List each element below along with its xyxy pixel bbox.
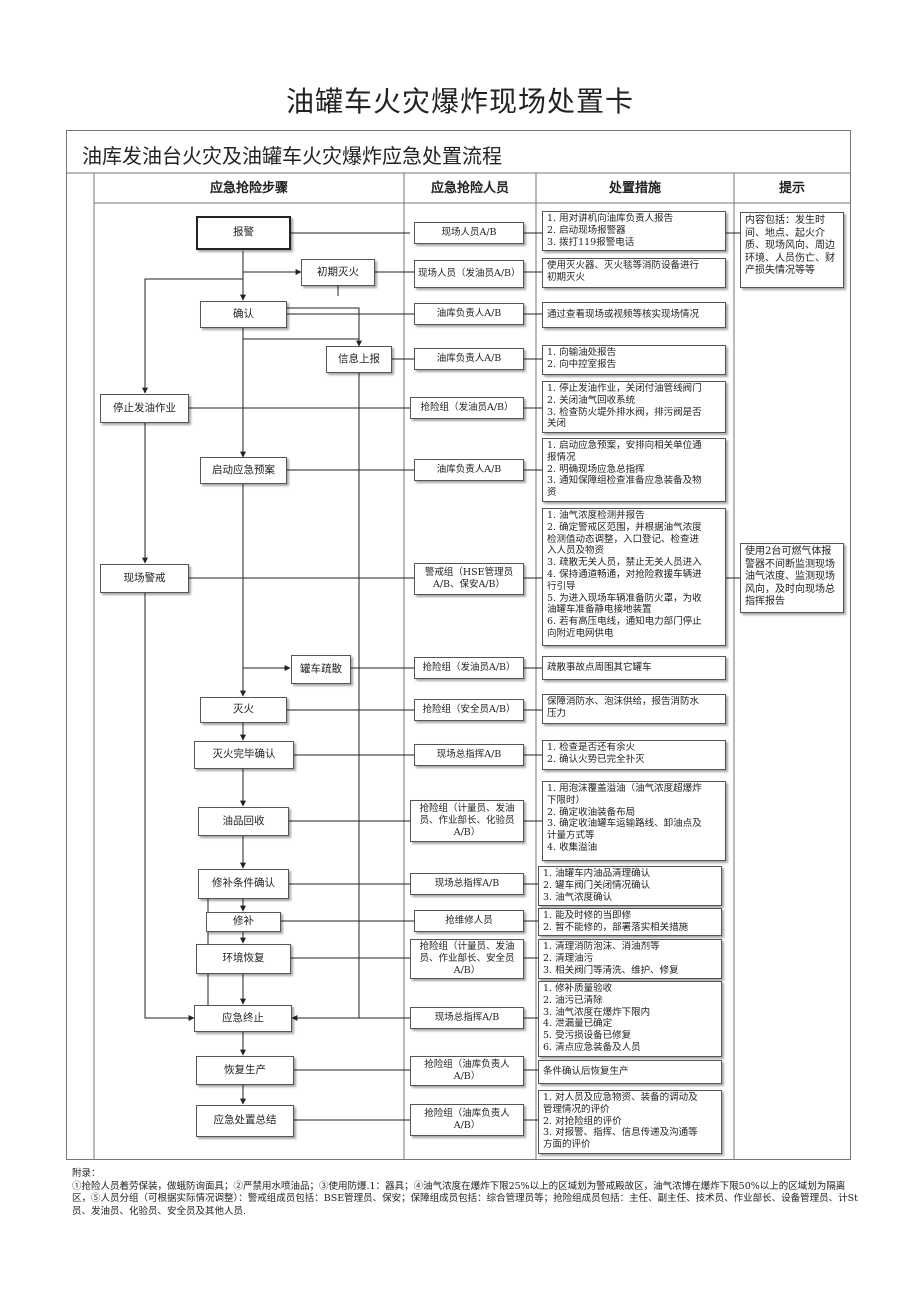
staff-huifu: 抢险组（油库负责人A/B） (410, 1056, 524, 1086)
column-header-measures: 处置措施 (608, 181, 661, 196)
tip-baojing: 内容包括：发生时间、地点、起火介质、现场风向、周边环境、人员伤亡、财产损失情况等… (740, 212, 844, 288)
staff-zhongzhi: 现场总指挥A/B (410, 1007, 524, 1029)
staff-jingjie: 警戒组（HSE管理员A/B、保安A/B） (414, 563, 524, 595)
step-tingzhi-fayou: 停止发油作业 (100, 394, 189, 423)
step-baojing: 报警 (196, 216, 291, 250)
staff-chuqi: 现场人员（发油员A/B） (414, 260, 524, 288)
flow-frame (66, 130, 851, 1160)
staff-huishou: 抢险组（计量员、发油员、作业部长、化验员A/B） (410, 800, 524, 842)
appendix-heading: 附录： (72, 1168, 101, 1179)
column-header-steps: 应急抢险步骤 (209, 181, 288, 196)
measures-chuqi: 使用灭火器、灭火毯等消防设备进行初期灭火 (542, 258, 726, 288)
column-header-tips: 提示 (778, 181, 805, 196)
staff-tingzhi: 抢险组（发油员A/B） (410, 397, 524, 419)
staff-xiubu: 抢维修人员 (414, 910, 524, 932)
staff-baojing: 现场人员A/B (414, 222, 524, 244)
staff-huanjing: 抢险组（计量员、发油员、作业部长、安全员A/B） (410, 939, 524, 979)
staff-shusan: 抢险组（发油员A/B） (414, 657, 524, 679)
column-header-staff: 应急抢险人员 (430, 181, 509, 196)
step-huanjing-huifu: 环境恢复 (196, 944, 291, 974)
step-xiubu-tiaojian: 修补条件确认 (198, 869, 289, 899)
page-title: 油罐车火灾爆炸现场处置卡 (285, 85, 634, 118)
step-xinxi-shangbao: 信息上报 (326, 346, 392, 373)
flow-title: 油库发油台火灾及油罐车火灾爆炸应急处置流程 (82, 144, 502, 168)
appendix: 附录： ①抢险人员着劳保装，做蛾防询面具；②严禁用水喷油品；③使用防爆.1：器具… (72, 1168, 862, 1218)
staff-xinxi: 油库负责人A/B (414, 348, 524, 370)
step-huifu-shengchan: 恢复生产 (196, 1056, 294, 1085)
step-chuqi-miehuo: 初期灭火 (301, 259, 375, 286)
step-xianchang-jingjie: 现场警戒 (100, 564, 189, 593)
step-yingji-zhongzhi: 应急终止 (194, 1005, 292, 1032)
tip-jingjie: 使用2台可燃气体报警器不间断监测现场油气浓度、监测现场风向，及时向现场总指挥报告 (740, 543, 844, 613)
measures-huifu: 条件确认后恢复生产 (538, 1060, 722, 1084)
step-guanche-shusan: 罐车疏散 (291, 655, 351, 684)
step-queren: 确认 (200, 301, 287, 328)
appendix-text: ①抢险人员着劳保装，做蛾防询面具；②严禁用水喷油品；③使用防爆.1：器具；④油气… (72, 1180, 859, 1217)
step-miehuo: 灭火 (200, 697, 287, 723)
measures-miehuo: 保障消防水、泡沫供给，报告消防水压力 (542, 694, 726, 724)
step-youpin-huishou: 油品回收 (198, 807, 289, 836)
measures-shusan: 疏散事故点周围其它罐车 (542, 656, 726, 680)
staff-qidong: 油库负责人A/B (414, 459, 524, 481)
step-qidong-yuan: 启动应急预案 (200, 457, 287, 484)
step-xiubu: 修补 (206, 912, 281, 932)
staff-wanbi: 现场总指挥A/B (414, 744, 524, 766)
staff-miehuo: 抢险组（安全员A/B） (414, 699, 524, 721)
step-zongjie: 应急处置总结 (196, 1105, 294, 1137)
staff-queren: 油库负责人A/B (414, 303, 524, 325)
staff-zongjie: 抢险组（油库负责人A/B） (410, 1104, 524, 1136)
measures-queren: 通过查看现场或视频等核实现场情况 (542, 302, 726, 328)
staff-xiubu-tiaojian: 现场总指挥A/B (410, 873, 524, 895)
step-miehuo-wanbi: 灭火完毕确认 (194, 741, 294, 769)
